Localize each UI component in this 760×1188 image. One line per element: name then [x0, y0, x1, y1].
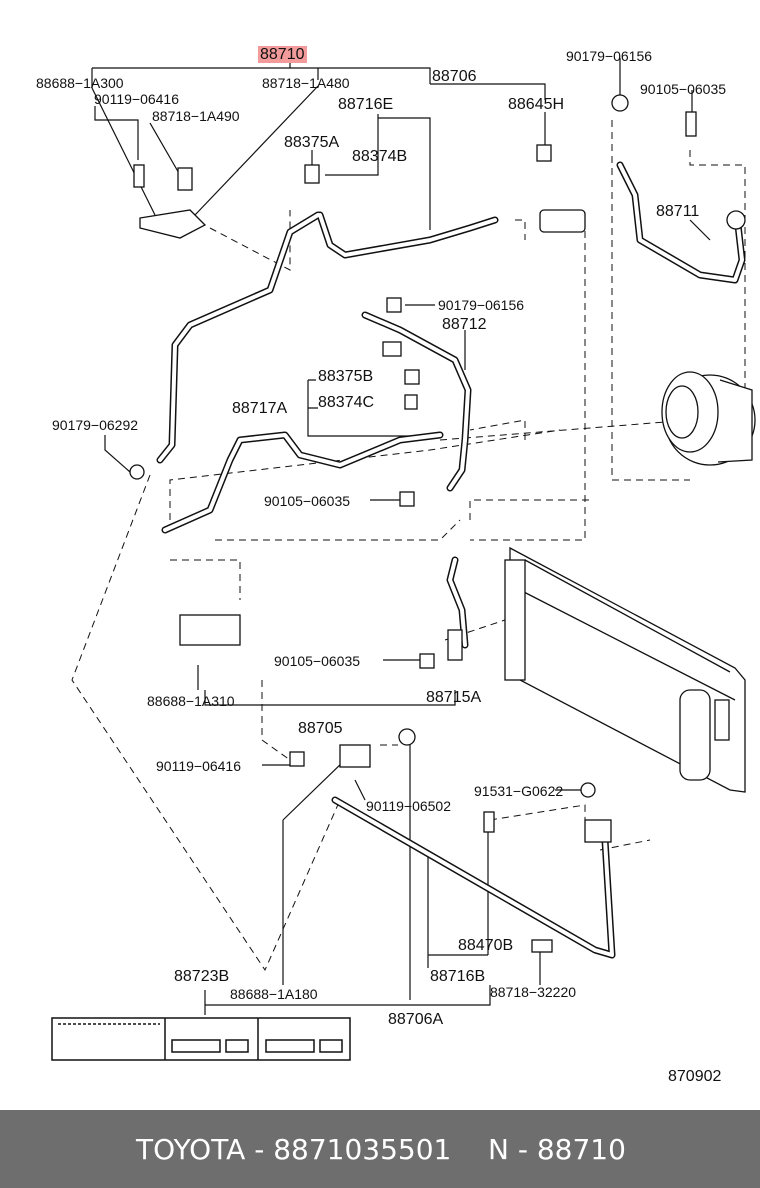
- leader-88470B-88716B: [427, 830, 489, 968]
- diagram-code: 870902: [668, 1068, 722, 1085]
- part-label-88718-1A480[interactable]: 88718−1A480: [262, 75, 350, 91]
- bolt-90119-06502: [483, 811, 495, 833]
- fitting-88712: [382, 341, 402, 357]
- footer-reference: N - 88710: [488, 1133, 626, 1166]
- leader-88710: [91, 62, 431, 88]
- leader-90119-06416: [94, 106, 139, 160]
- highlight-88710: 88710: [258, 46, 307, 63]
- part-label-88718-1A490[interactable]: 88718−1A490: [152, 108, 240, 124]
- bracket-88688-1A300: [139, 209, 207, 239]
- leader-88717A: [307, 379, 420, 437]
- nut-90179-06156-mid: [386, 297, 402, 313]
- valve-88374C: [404, 394, 418, 410]
- bolt-90119-06416: [133, 164, 145, 188]
- part-label-88375A[interactable]: 88375A: [284, 134, 340, 151]
- part-label-91531-G0622[interactable]: 91531−G0622: [474, 783, 564, 799]
- clamp-88718-1A490: [177, 167, 193, 191]
- part-label-90119-06416-low[interactable]: 90119−06416: [156, 758, 241, 774]
- part-label-88718-32220[interactable]: 88718−32220: [490, 984, 577, 1000]
- part-label-90119-06502[interactable]: 90119−06502: [366, 798, 451, 814]
- leader-88718-1A480: [194, 85, 319, 216]
- nut-90179-06292: [129, 464, 145, 480]
- part-label-88706[interactable]: 88706: [432, 68, 477, 85]
- part-label-90105-06035-top[interactable]: 90105−06035: [640, 81, 727, 97]
- part-label-88711[interactable]: 88711: [656, 203, 700, 220]
- parts-diagram: [51, 58, 756, 1061]
- bolt-90119-06416-low: [289, 751, 305, 767]
- footer-part-number: TOYOTA - 8871035501: [136, 1133, 452, 1166]
- compressor: [661, 371, 756, 466]
- leader-88688-1A310: [197, 665, 456, 706]
- clamp-88706A: [398, 728, 416, 746]
- part-label-88375B[interactable]: 88375B: [318, 368, 374, 385]
- part-label-88716B[interactable]: 88716B: [430, 968, 486, 985]
- part-label-88374C[interactable]: 88374C: [318, 394, 375, 411]
- part-label-88706A[interactable]: 88706A: [388, 1011, 444, 1028]
- leader-88706: [430, 83, 546, 100]
- leader-90119-06502: [354, 779, 366, 801]
- leader-88718-1A490: [149, 122, 181, 176]
- part-label-88715A[interactable]: 88715A: [426, 689, 482, 706]
- bolt-90105-06035: [685, 111, 697, 137]
- compressor-port: [726, 210, 746, 230]
- fitting-88711: [539, 209, 586, 233]
- leader-88706A: [205, 740, 491, 1006]
- fitting-88716B: [584, 819, 612, 843]
- label-plate-88723B: [51, 1017, 351, 1061]
- part-label-90179-06156-mid[interactable]: 90179−06156: [438, 297, 525, 313]
- leader-88705: [282, 759, 346, 985]
- footer-bar: TOYOTA - 8871035501 N - 88710: [0, 1110, 760, 1188]
- tube-88715A: [447, 629, 463, 661]
- part-label-88645H[interactable]: 88645H: [508, 96, 565, 113]
- leader-90179-06292: [104, 435, 131, 473]
- part-label-88716E[interactable]: 88716E: [338, 96, 394, 113]
- part-label-88374B[interactable]: 88374B: [352, 148, 408, 165]
- condenser: [504, 546, 746, 793]
- bracket-88688-1A310: [179, 614, 241, 646]
- cap-88375B: [404, 369, 420, 385]
- bolt-90105-06035-low: [419, 653, 435, 669]
- nut-91531-G0622: [580, 782, 596, 798]
- part-label-88470B[interactable]: 88470B: [458, 937, 514, 954]
- clamp-88718-32220: [531, 939, 553, 953]
- part-label-90105-06035-low[interactable]: 90105−06035: [274, 653, 361, 669]
- leader-88711: [689, 219, 711, 241]
- leader-88716E: [325, 114, 431, 230]
- part-label-88710[interactable]: 88710: [258, 46, 307, 64]
- cap-88375A: [304, 164, 320, 184]
- part-label-88688-1A180[interactable]: 88688−1A180: [230, 986, 318, 1002]
- part-label-90179-06292[interactable]: 90179−06292: [52, 417, 139, 433]
- part-label-90179-06156-top[interactable]: 90179−06156: [566, 48, 653, 64]
- part-label-88712[interactable]: 88712: [442, 316, 487, 333]
- part-label-90119-06416-top[interactable]: 90119−06416: [94, 91, 179, 107]
- part-label-88723B[interactable]: 88723B: [174, 968, 230, 985]
- nut-90179-06156: [611, 94, 629, 112]
- bolt-90105-06035-mid: [399, 491, 415, 507]
- part-label-88688-1A300[interactable]: 88688−1A300: [36, 75, 124, 91]
- switch-88645H: [536, 144, 552, 162]
- part-label-90105-06035-mid[interactable]: 90105−06035: [264, 493, 351, 509]
- fitting-88705: [339, 744, 371, 768]
- part-label-88705[interactable]: 88705: [298, 720, 343, 737]
- leader-88688-1A300: [91, 87, 156, 216]
- part-label-88688-1A310[interactable]: 88688−1A310: [147, 693, 235, 709]
- part-label-88717A[interactable]: 88717A: [232, 400, 288, 417]
